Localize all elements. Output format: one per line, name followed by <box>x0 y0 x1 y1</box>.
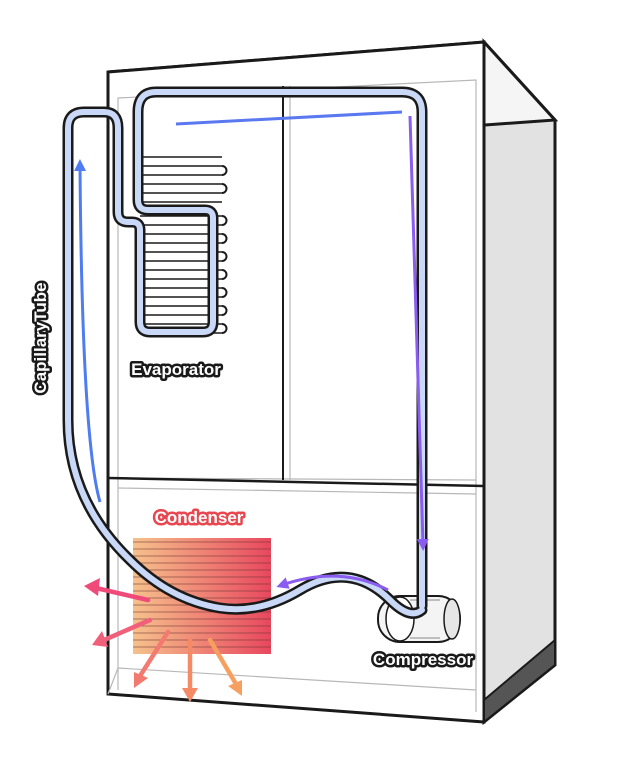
evaporator-label: Evaporator <box>131 360 221 379</box>
capillary-tube-label: CapillaryTube <box>31 282 50 393</box>
condenser-label: Condenser <box>155 508 244 527</box>
flow-arrow-capillary-up <box>80 165 100 502</box>
cabinet-side-panel <box>484 42 555 722</box>
condenser-coil <box>133 538 271 654</box>
compressor-label: Compressor <box>373 650 474 669</box>
